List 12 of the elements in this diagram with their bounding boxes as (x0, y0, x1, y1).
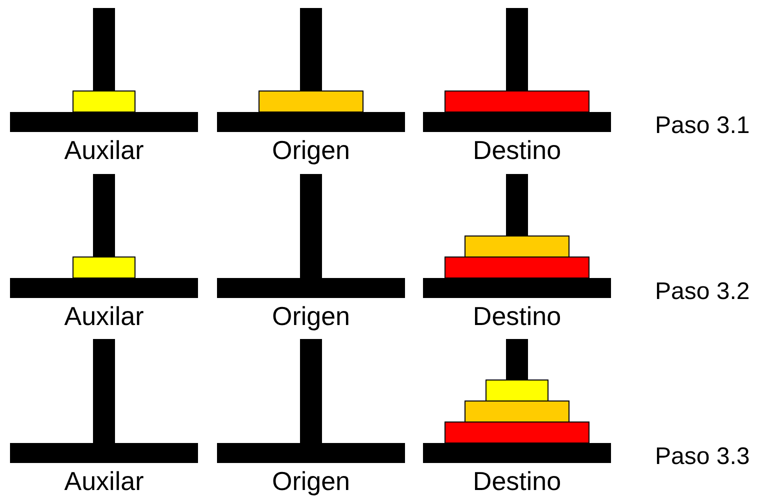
peg-label: Destino (472, 466, 562, 496)
peg-label: Origen (270, 466, 352, 496)
step-label: Paso 3.1 (655, 112, 750, 140)
peg-label: Origen (270, 301, 352, 331)
peg-label: Auxilar (63, 301, 145, 331)
peg-label: Destino (472, 301, 562, 331)
peg-label: Destino (472, 135, 562, 165)
step-label: Paso 3.3 (655, 443, 750, 471)
peg-label: Auxilar (63, 135, 145, 165)
peg-label: Auxilar (63, 466, 145, 496)
peg-label: Origen (270, 135, 352, 165)
step-label: Paso 3.2 (655, 278, 750, 306)
